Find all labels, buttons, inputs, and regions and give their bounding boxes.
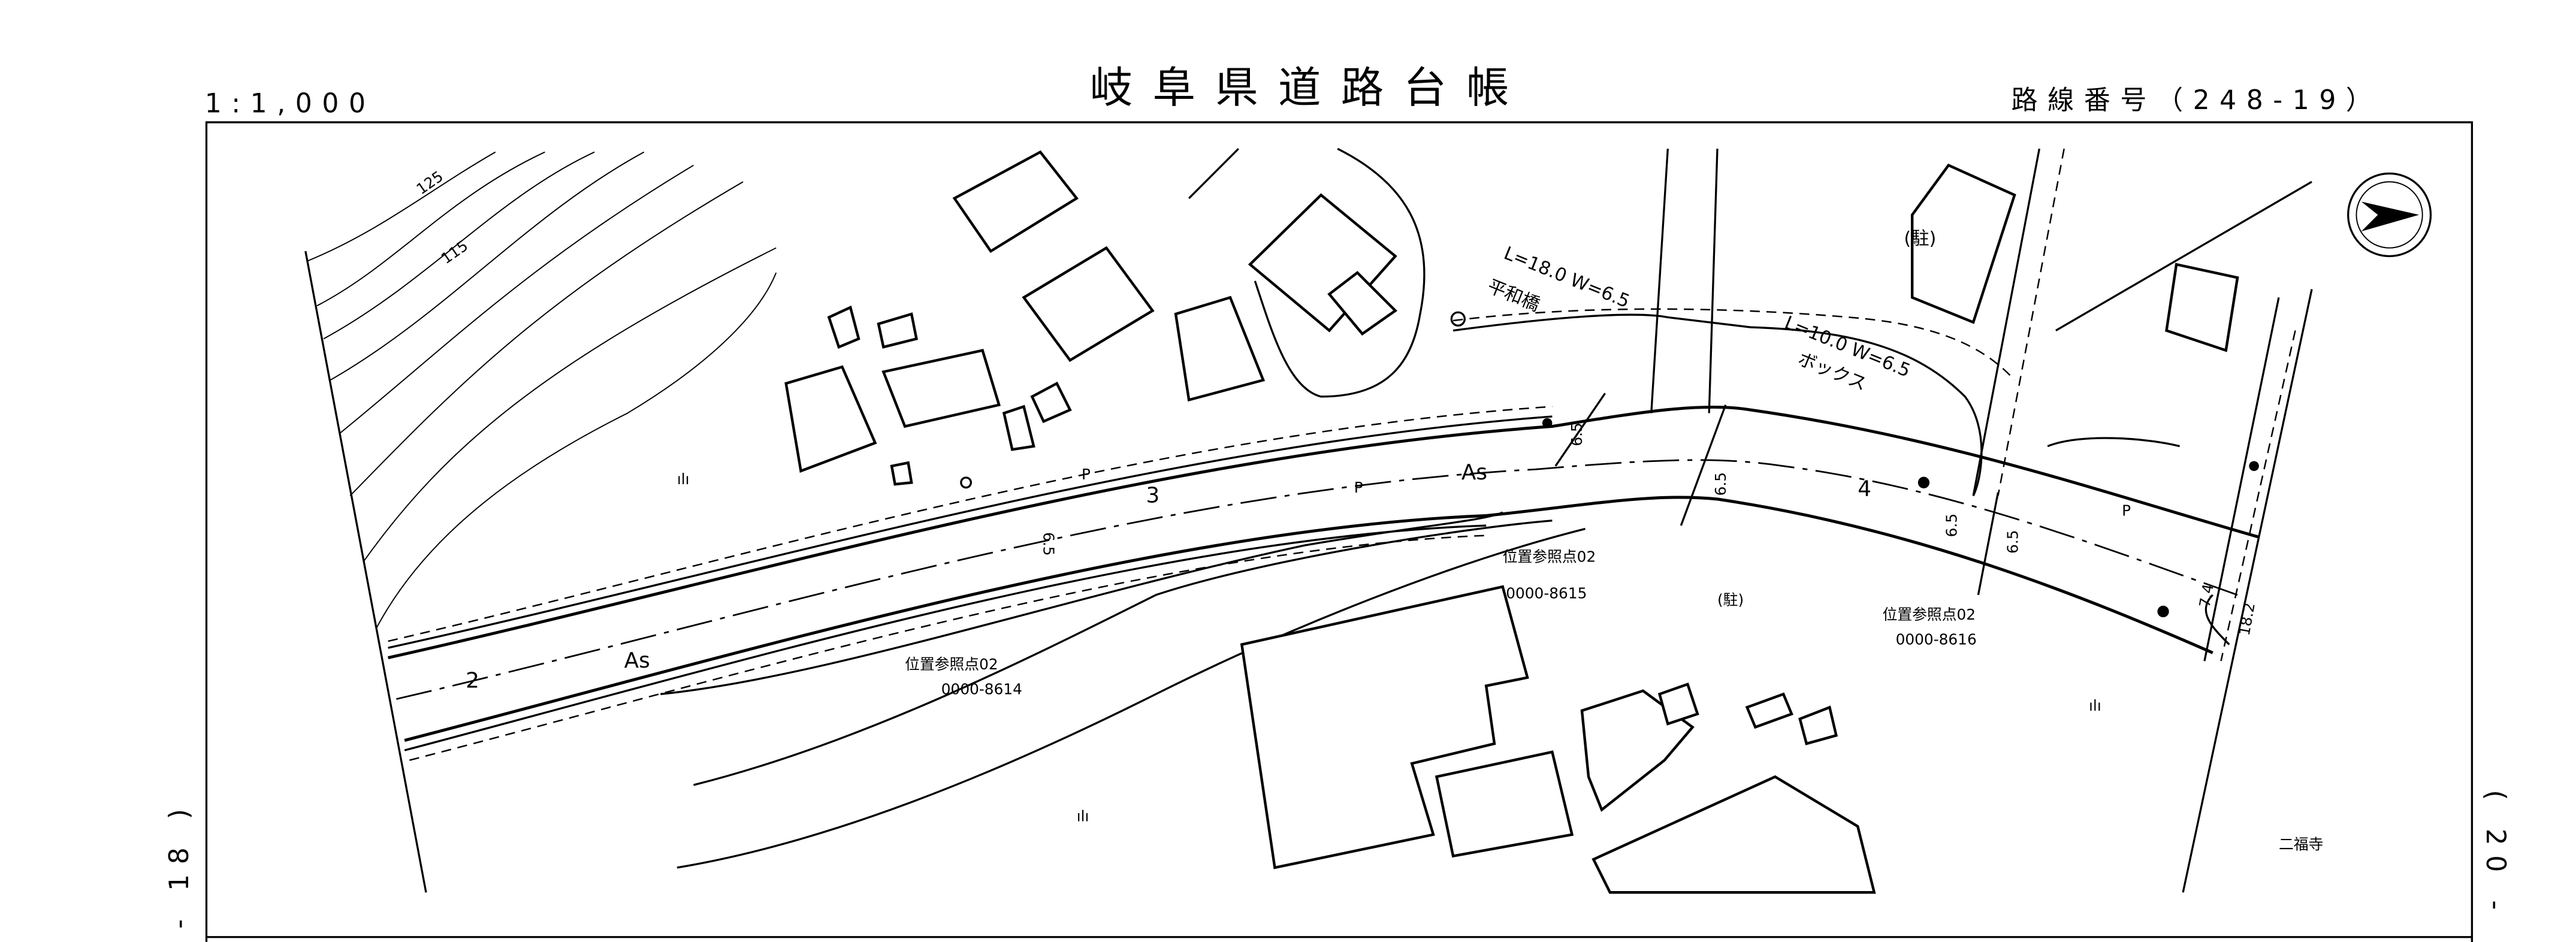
contour-lines: 125 115 bbox=[307, 151, 777, 629]
sheet-frame bbox=[205, 121, 2474, 942]
survey-points bbox=[960, 311, 2259, 618]
building bbox=[1174, 295, 1266, 402]
map-boundary-right bbox=[2182, 289, 2313, 893]
building bbox=[1910, 164, 2016, 324]
svg-text:ılı: ılı bbox=[2089, 697, 2101, 714]
surface-label: As bbox=[624, 648, 650, 673]
dimension-label: 7.4 bbox=[2196, 582, 2217, 609]
main-road bbox=[388, 393, 2260, 761]
svg-text:ılı: ılı bbox=[1077, 808, 1089, 825]
surface-label: As bbox=[1461, 460, 1487, 485]
parking-label: (駐) bbox=[1717, 591, 1744, 608]
scale-label: 1:1,000 bbox=[205, 89, 376, 119]
building bbox=[2165, 262, 2239, 352]
building bbox=[1745, 692, 1793, 729]
building bbox=[881, 349, 1001, 428]
temple-label: 二福寺 bbox=[2279, 836, 2323, 853]
parking-label: (駐) bbox=[1904, 228, 1936, 249]
reference-point-code: 0000-8615 bbox=[1506, 584, 1587, 602]
road-section-2: 2 bbox=[466, 668, 479, 693]
marker-p: P bbox=[1082, 466, 1091, 483]
side-label-right: ( 20 - bbox=[2480, 790, 2511, 920]
width-label: 6.5 bbox=[1712, 472, 1729, 496]
road-section-3: 3 bbox=[1146, 483, 1160, 508]
route-number: 路線番号（248-19） bbox=[2012, 85, 2382, 116]
north-arrow-icon bbox=[2347, 172, 2432, 258]
reference-point-label: 位置参照点02 bbox=[1883, 606, 1976, 623]
forest-symbols: ılı ılı ılı bbox=[677, 470, 2101, 825]
side-roads bbox=[660, 147, 2312, 869]
reference-point-label: 位置参照点02 bbox=[905, 656, 998, 673]
building bbox=[1240, 585, 1529, 869]
reference-point-code: 0000-8616 bbox=[1896, 631, 1977, 648]
page-title: 岐阜県道路台帳 bbox=[1090, 62, 1529, 113]
marker-p: P bbox=[1354, 479, 1363, 496]
road-section-4: 4 bbox=[1858, 476, 1871, 501]
building bbox=[1002, 404, 1035, 451]
building bbox=[784, 365, 877, 473]
building bbox=[1580, 689, 1695, 812]
width-label: 6.5 bbox=[1040, 532, 1058, 555]
width-label: 6.5 bbox=[1568, 422, 1586, 446]
building bbox=[890, 461, 913, 486]
building bbox=[1657, 682, 1699, 726]
building bbox=[827, 305, 860, 349]
building bbox=[952, 150, 1079, 253]
dimension-label: 18.2 bbox=[2236, 601, 2258, 636]
building bbox=[1435, 750, 1574, 858]
reference-point-code: 0000-8614 bbox=[941, 680, 1022, 698]
marker-p: P bbox=[2122, 502, 2131, 519]
width-label: 6.5 bbox=[2004, 530, 2022, 553]
buildings bbox=[784, 150, 2239, 894]
width-label: 6.5 bbox=[1943, 514, 1961, 537]
building bbox=[1022, 246, 1155, 363]
side-label-left: - 18 ) bbox=[164, 799, 195, 929]
building bbox=[1030, 381, 1072, 424]
building bbox=[1798, 705, 1838, 745]
building bbox=[877, 312, 919, 349]
building bbox=[1327, 271, 1398, 336]
svg-text:ılı: ılı bbox=[677, 470, 690, 488]
bridge-name: 平和橋 bbox=[1484, 276, 1542, 316]
map-boundary-left bbox=[304, 250, 427, 893]
building bbox=[1591, 775, 1876, 894]
contour-label-115: 115 bbox=[438, 237, 471, 267]
reference-point-label: 位置参照点02 bbox=[1503, 548, 1596, 566]
